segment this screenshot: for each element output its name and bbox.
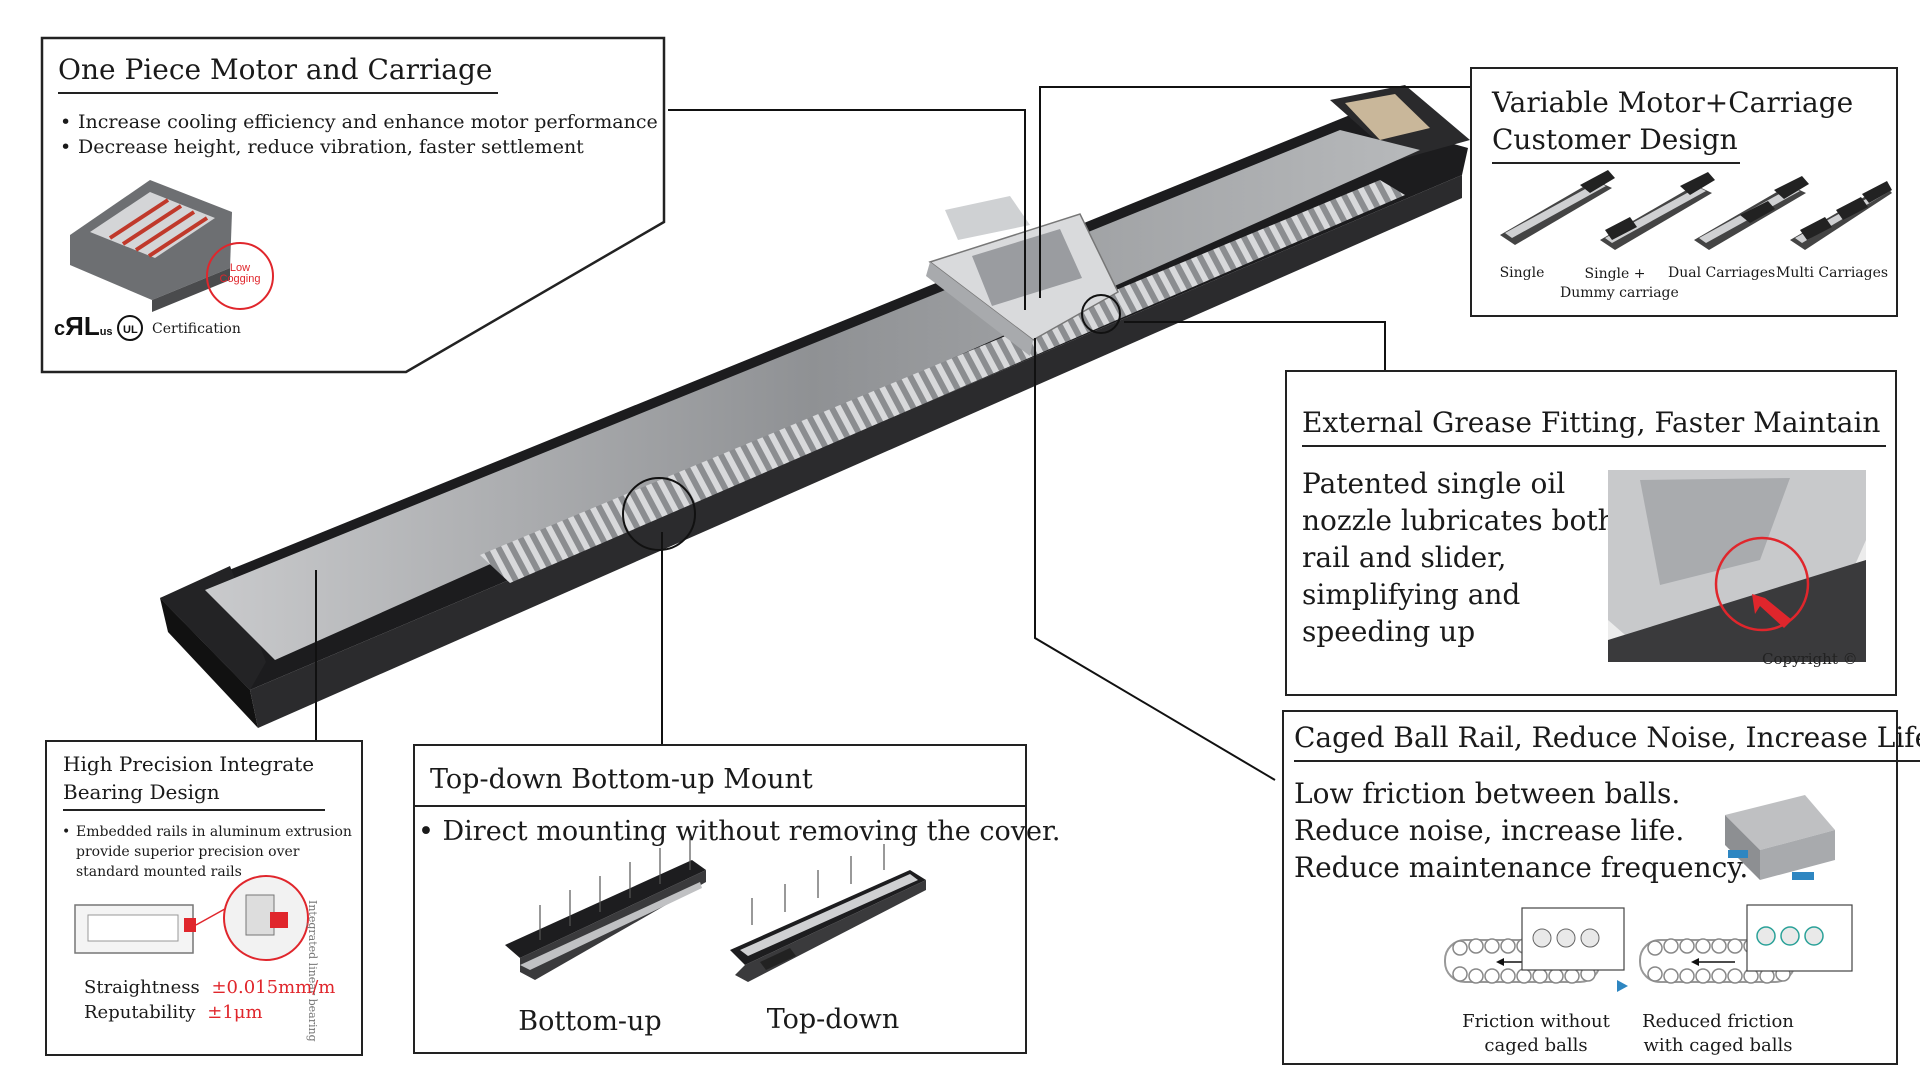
spec-row: Straightness ±0.015mm/m (84, 975, 335, 1000)
variant-label-dual: Dual Carriages (1668, 265, 1776, 281)
grease-body-line: rail and slider, (1302, 541, 1507, 574)
spec-value: ±1μm (207, 1002, 263, 1023)
bearing-box (45, 740, 363, 1056)
spec-value: ±0.015mm/m (211, 977, 336, 998)
caged-body-line: Low friction between balls. (1294, 777, 1681, 810)
grease-body-line: speeding up (1302, 615, 1476, 648)
motor-carriage-bullet: Decrease height, reduce vibration, faste… (58, 135, 658, 160)
caption-without-cage: Friction without caged balls (1462, 1011, 1610, 1056)
callout-leaders (315, 86, 1470, 781)
caged-body: Low friction between balls. Reduce noise… (1294, 775, 1748, 886)
mount-bullet-text: Direct mounting without removing the cov… (442, 816, 1061, 847)
grease-body-line: nozzle lubricates both (1302, 504, 1616, 537)
mount-title: Top-down Bottom-up Mount (430, 764, 813, 795)
spec-label: Straightness (84, 977, 200, 998)
bearing-bullets: Embedded rails in aluminum extrusion pro… (60, 822, 352, 882)
bearing-title-line2: Bearing Design (63, 778, 325, 811)
grease-body: Patented single oil nozzle lubricates bo… (1302, 465, 1616, 650)
caged-body-line: Reduce maintenance frequency. (1294, 851, 1749, 884)
cert-label: Certification (152, 321, 241, 337)
caption-bottom-up: Bottom-up (518, 1006, 662, 1037)
mount-bullet: • Direct mounting without removing the c… (418, 816, 1061, 847)
variant-label-single: Single (1499, 265, 1545, 281)
spec-label: Reputability (84, 1002, 196, 1023)
motor-carriage-bullet: Increase cooling efficiency and enhance … (58, 110, 658, 135)
grease-body-line: simplifying and (1302, 578, 1521, 611)
variable-design-title-line1: Variable Motor+Carriage (1492, 86, 1854, 119)
grease-title: External Grease Fitting, Faster Maintain (1302, 405, 1887, 447)
caption-with-cage: Reduced friction with caged balls (1642, 1011, 1794, 1056)
magnet-track (480, 180, 1405, 583)
mount-marker (622, 477, 696, 551)
variable-design-title-line2: Customer Design (1492, 122, 1740, 164)
caged-body-line: Reduce noise, increase life. (1294, 814, 1685, 847)
bearing-title-line1: High Precision Integrate (63, 752, 315, 776)
low-cogging-label: Low Cogging (219, 262, 261, 285)
variant-label-multi: Multi Carriages (1776, 265, 1889, 281)
variable-design-title: Variable Motor+Carriage Customer Design (1492, 84, 1853, 164)
caption-top-down: Top-down (766, 1004, 900, 1035)
stainless-cover (205, 130, 1420, 660)
bearing-specs: Straightness ±0.015mm/m Reputability ±1μ… (84, 975, 335, 1025)
grease-body-line: Patented single oil (1302, 467, 1566, 500)
motor-carriage-title: One Piece Motor and Carriage (58, 52, 499, 94)
caged-title: Caged Ball Rail, Reduce Noise, Increase … (1294, 720, 1920, 762)
variant-label-single-dummy: Single + Dummy carriage (1560, 266, 1679, 301)
mount-title-rule (413, 805, 1025, 807)
bearing-title: High Precision Integrate Bearing Design (63, 750, 325, 811)
bearing-bullet: Embedded rails in aluminum extrusion pro… (60, 822, 352, 882)
spec-row: Reputability ±1μm (84, 1000, 335, 1025)
grease-marker (1081, 294, 1121, 334)
grease-photo-caption: Copyright © (1762, 650, 1858, 668)
motor-carriage-bullets: Increase cooling efficiency and enhance … (58, 110, 658, 160)
caged-box (1282, 710, 1898, 1065)
